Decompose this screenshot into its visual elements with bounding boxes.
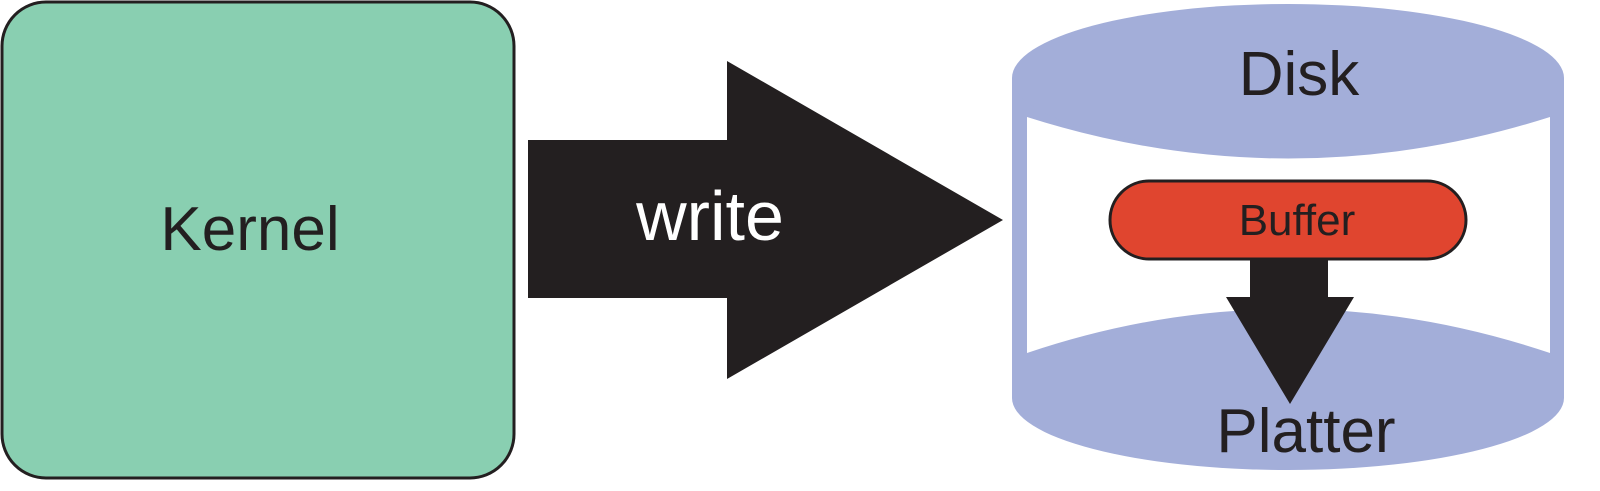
platter-label: Platter bbox=[1216, 397, 1395, 466]
disk-label: Disk bbox=[1239, 40, 1361, 109]
write-arrow bbox=[528, 61, 1003, 379]
disk-top bbox=[1012, 4, 1564, 152]
buffer-to-platter-arrow bbox=[1226, 255, 1354, 404]
buffer-pill bbox=[1108, 179, 1468, 261]
kernel-box bbox=[0, 0, 516, 480]
kernel-label: Kernel bbox=[160, 195, 339, 264]
buffer-label: Buffer bbox=[1239, 196, 1356, 245]
write-label: write bbox=[635, 177, 784, 255]
